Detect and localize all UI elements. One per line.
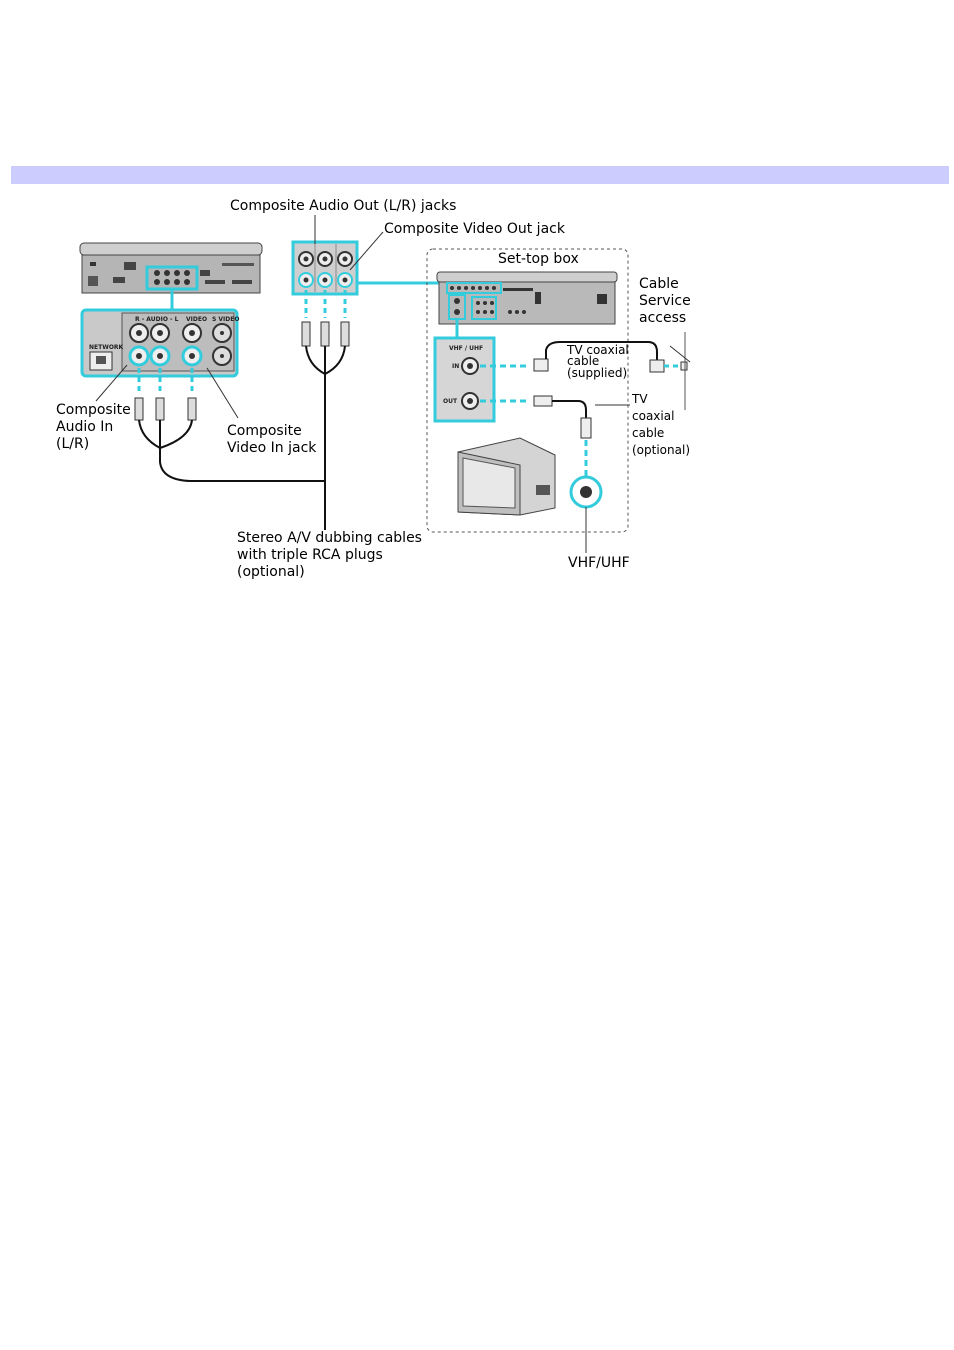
section-header-bar — [11, 166, 949, 184]
set-top-box-area — [426, 248, 629, 533]
label-tv-coax-supplied-2: cable — [567, 354, 599, 368]
audio-in-leader — [95, 364, 128, 402]
panel-vhf-uhf-label: VHF / UHF — [449, 345, 483, 352]
label-tv-coax-optional-4: (optional) — [632, 443, 690, 457]
panel-out-label: OUT — [443, 398, 458, 405]
left-rca-plugs — [134, 368, 325, 482]
label-stereo-cables-3: (optional) — [237, 564, 305, 580]
coaxial-cables — [480, 332, 691, 478]
panel-video-label: VIDEO — [186, 316, 207, 323]
panel-audio-label: R - AUDIO - L — [135, 316, 179, 323]
label-composite-video-in-1: Composite — [227, 423, 302, 439]
vaio-device-front — [79, 242, 263, 310]
vaio-input-panel: R - AUDIO - L VIDEO S VIDEO NETWORK — [80, 308, 239, 378]
label-composite-audio-in-3: (L/R) — [56, 436, 89, 452]
label-tv-coax-optional-1: TV — [631, 392, 648, 406]
label-stereo-cables-1: Stereo A/V dubbing cables — [237, 530, 422, 546]
label-tv-coax-optional-3: cable — [632, 426, 664, 440]
video-in-leader — [206, 367, 239, 419]
label-tv-coax-supplied-1: TV coaxial — [566, 343, 629, 357]
label-composite-video-in-2: Video In jack — [227, 440, 317, 456]
panel-network-label: NETWORK — [89, 344, 124, 351]
label-stereo-cables-2: with triple RCA plugs — [237, 547, 383, 563]
label-vhf-uhf: VHF/UHF — [568, 555, 630, 571]
composite-out-jacks — [291, 215, 447, 296]
label-composite-audio-in-1: Composite — [56, 402, 131, 418]
panel-in-label: IN — [452, 363, 459, 370]
tv-set — [457, 437, 603, 553]
vhf-uhf-panel: VHF / UHF IN OUT — [433, 336, 496, 423]
label-tv-coax-optional-2: coaxial — [632, 409, 674, 423]
label-composite-audio-in-2: Audio In — [56, 419, 113, 435]
label-cable-service-3: access — [639, 310, 686, 326]
label-cable-service-1: Cable — [639, 276, 679, 292]
label-cable-service-2: Service — [639, 293, 691, 309]
label-composite-audio-out: Composite Audio Out (L/R) jacks — [230, 198, 456, 214]
center-rca-plugs — [301, 290, 350, 530]
label-composite-video-out: Composite Video Out jack — [384, 221, 566, 237]
label-set-top-box: Set-top box — [498, 251, 579, 267]
label-tv-coax-supplied-3: (supplied) — [567, 366, 627, 380]
panel-svideo-label: S VIDEO — [212, 316, 239, 323]
set-top-box-device — [436, 271, 618, 338]
